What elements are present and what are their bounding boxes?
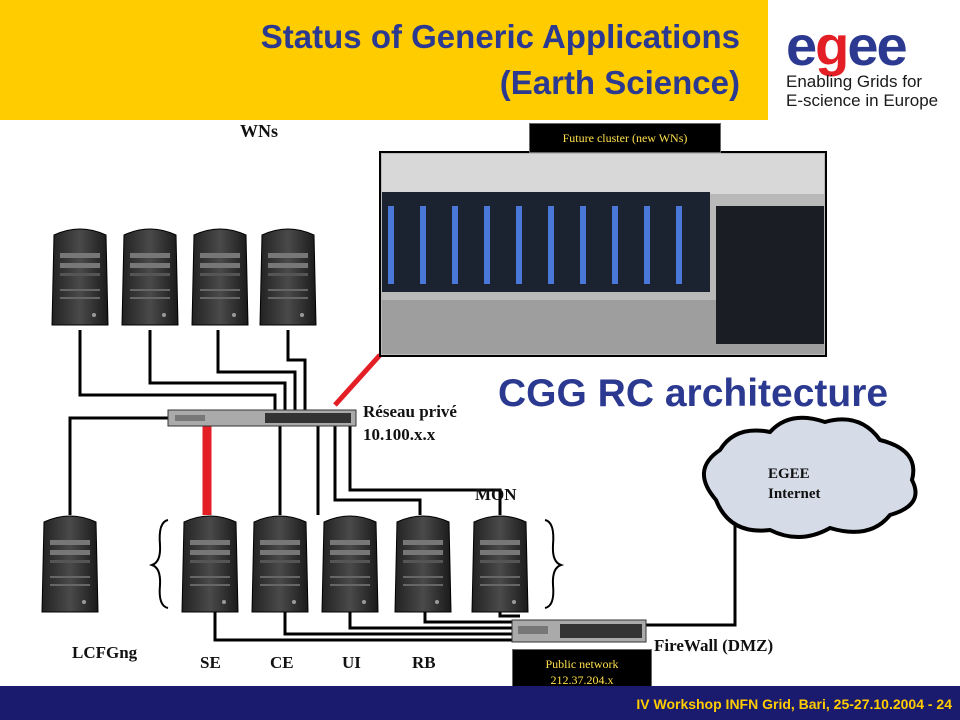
private-net-label1: Réseau privé [363,402,457,421]
logo-letter-e3: e [876,14,908,77]
right-brace [544,519,565,609]
rb-label: RB [412,653,436,672]
future-cluster-photo [379,151,827,357]
egee-internet-cloud [701,415,918,540]
egee-logo: egee Enabling Grids for E-science in Eur… [786,18,956,115]
cable-wn3 [216,330,297,412]
cable-rb-public [423,610,520,624]
egee-wordmark: egee [786,18,956,74]
cable-wn1 [78,330,277,412]
cable-se-public [213,610,520,642]
cable-wn4 [286,330,307,412]
ce-server [251,515,309,613]
lcfg-label: LCFGng [72,643,138,662]
private-net-label2: 10.100.x.x [363,425,436,444]
se-server [181,515,239,613]
cable-firewall-internet [645,510,737,627]
private-switch [167,409,357,427]
public-network-label1: Public network [545,657,619,671]
wn-server-2 [121,228,179,326]
mon-label: MON [475,485,517,504]
slide-title-line1: Status of Generic Applications [260,18,740,55]
footer-band: IV Workshop INFN Grid, Bari, 25-27.10.20… [0,686,960,720]
footer-text: IV Workshop INFN Grid, Bari, 25-27.10.20… [636,696,952,712]
cable-ui-public [348,610,520,630]
ui-server [321,515,379,613]
title-band: Status of Generic Applications (Earth Sc… [0,0,768,120]
cable-ce-public [283,610,520,636]
wn-server-4 [259,228,317,326]
cable-wn2 [148,330,287,412]
public-switch [511,619,647,643]
cable-rb-private [333,425,422,515]
cloud-label2: Internet [768,486,821,502]
network-cables [68,330,737,642]
ce-label: CE [270,653,294,672]
lcfg-server [41,515,99,613]
wn-server-1 [51,228,109,326]
mon-server [471,515,529,613]
logo-letter-e1: e [786,14,817,77]
cloud-label1: EGEE [768,466,810,482]
rb-server [394,515,452,613]
left-brace [148,519,169,609]
cable-mon-private [348,425,502,515]
cable-lcfg [68,416,170,515]
firewall-label: FireWall (DMZ) [654,636,773,655]
future-cluster-tag: Future cluster (new WNs) [529,123,721,153]
red-link-cluster [333,353,382,407]
slide-title-line2: (Earth Science) [499,64,740,101]
logo-letter-g: g [815,14,849,77]
logo-letter-e2: e [847,14,878,77]
wn-server-3 [191,228,249,326]
ui-label: UI [342,653,361,672]
public-network-label2: 212.37.204.x [550,673,614,687]
public-network-tag: Public network 212.37.204.x [512,649,652,693]
wns-label: WNs [240,121,278,141]
architecture-title: CGG RC architecture [498,372,889,415]
logo-tagline-1: Enabling Grids for [786,72,923,91]
se-label: SE [200,653,221,672]
logo-tagline-2: E-science in Europe [786,91,939,110]
